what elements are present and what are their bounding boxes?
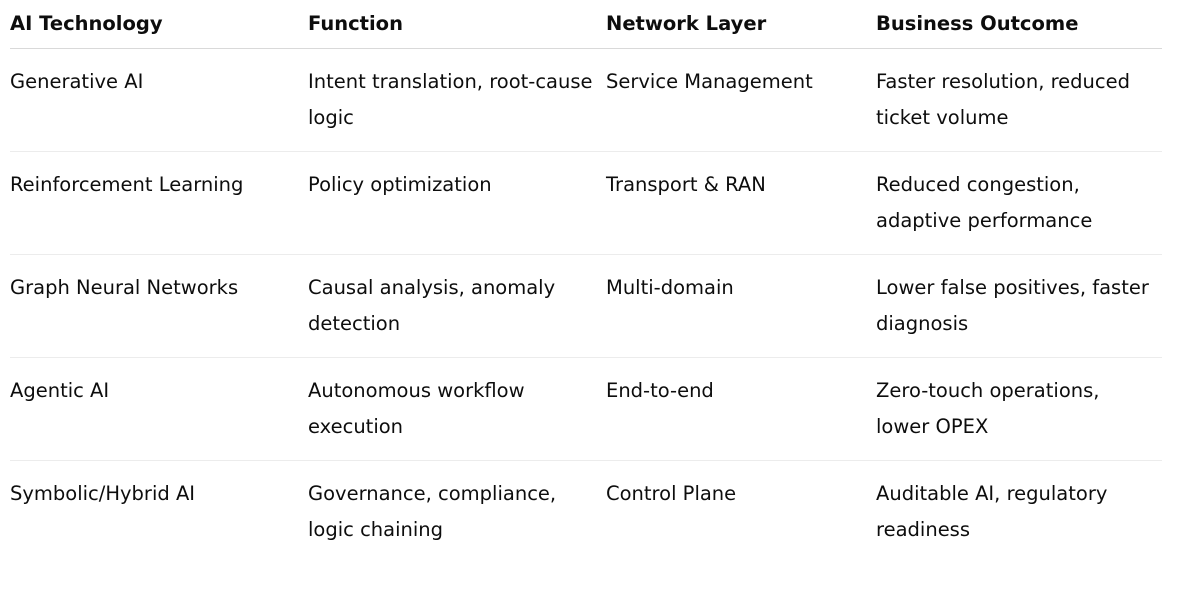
table-body: Generative AI Intent translation, root-c… xyxy=(10,48,1162,555)
header-function: Function xyxy=(308,0,606,49)
table-row: Graph Neural Networks Causal analysis, a… xyxy=(10,254,1162,358)
cell-business-outcome: Auditable AI, regulatory readiness xyxy=(876,482,1108,541)
header-business-outcome: Business Outcome xyxy=(876,0,1162,49)
cell-business-outcome: Lower false positives, faster diagnosis xyxy=(876,254,1162,358)
cell-business-outcome: Faster resolution, reduced ticket volume xyxy=(876,48,1162,152)
cell-network-layer: Transport & RAN xyxy=(606,151,876,255)
cell-function: Intent translation, root-cause logic xyxy=(308,48,606,152)
table-row: Symbolic/Hybrid AI Governance, complianc… xyxy=(10,461,1162,555)
table-header: AI Technology Function Network Layer Bus… xyxy=(10,0,1162,49)
cell-function: Autonomous workflow execution xyxy=(308,357,606,461)
cell-ai-technology: Symbolic/Hybrid AI xyxy=(10,482,196,505)
ai-technology-table: AI Technology Function Network Layer Bus… xyxy=(10,0,1162,554)
cell-function: Causal analysis, anomaly detection xyxy=(308,254,606,358)
table-row: Agentic AI Autonomous workflow execution… xyxy=(10,357,1162,461)
header-ai-technology: AI Technology xyxy=(10,0,308,49)
cell-ai-technology: Agentic AI xyxy=(10,357,308,461)
cell-ai-technology: Reinforcement Learning xyxy=(10,151,308,255)
header-row: AI Technology Function Network Layer Bus… xyxy=(10,0,1162,49)
header-network-layer: Network Layer xyxy=(606,0,876,49)
table-container: AI Technology Function Network Layer Bus… xyxy=(10,0,1162,554)
cell-network-layer: Service Management xyxy=(606,48,876,152)
cell-business-outcome: Reduced congestion, adaptive performance xyxy=(876,151,1162,255)
cell-network-layer: End-to-end xyxy=(606,357,876,461)
table-row: Reinforcement Learning Policy optimizati… xyxy=(10,151,1162,255)
cell-ai-technology: Generative AI xyxy=(10,48,308,152)
cell-network-layer: Control Plane xyxy=(606,482,737,505)
cell-function: Governance, compliance, logic chaining xyxy=(308,482,557,541)
cell-function: Policy optimization xyxy=(308,151,606,255)
cell-business-outcome: Zero-touch operations, lower OPEX xyxy=(876,357,1162,461)
cell-network-layer: Multi-domain xyxy=(606,254,876,358)
cell-ai-technology: Graph Neural Networks xyxy=(10,254,308,358)
table-row: Generative AI Intent translation, root-c… xyxy=(10,48,1162,152)
